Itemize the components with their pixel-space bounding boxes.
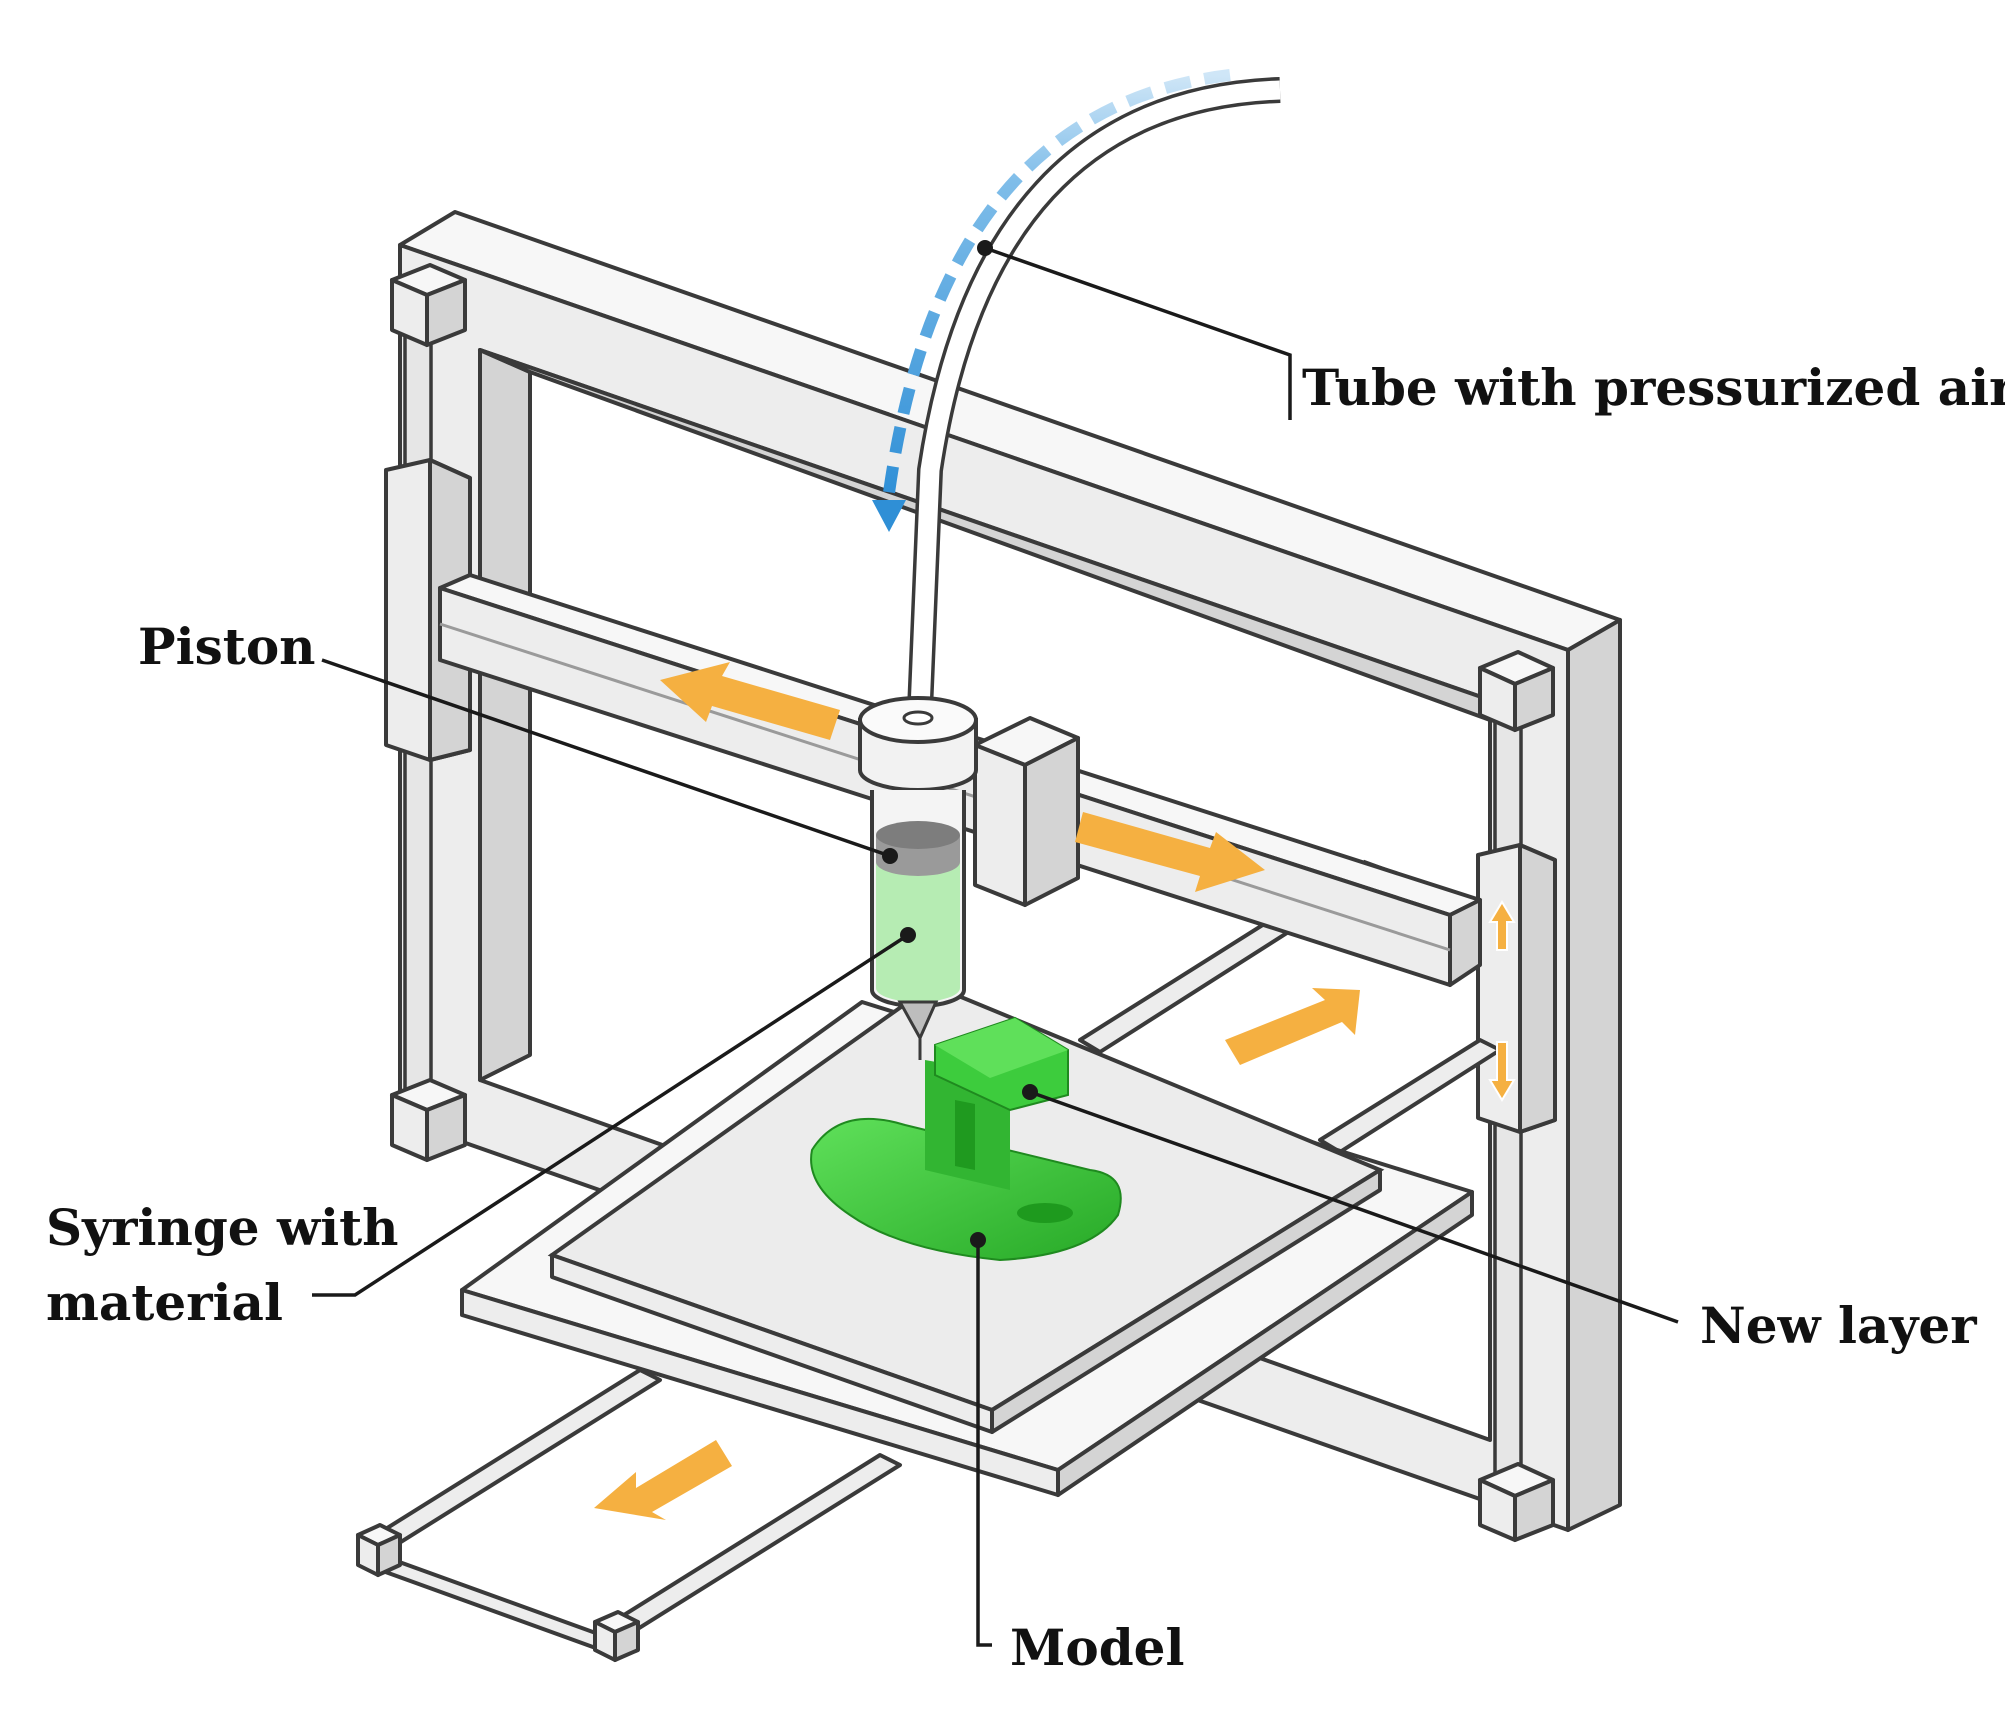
build-plate (356, 982, 1474, 1662)
arrow-back-icon (1225, 988, 1360, 1065)
motion-arrows (594, 662, 1516, 1520)
arrow-front-icon (594, 1440, 732, 1520)
arrow-left-icon (660, 662, 840, 740)
model-leader-line (976, 1240, 992, 1647)
leader-lines (312, 240, 1679, 1647)
label-syringe-with-material-line2: material (46, 1273, 283, 1332)
label-tube-with-pressurized-air: Tube with pressurized air (1302, 358, 2005, 417)
printed-model (810, 1016, 1122, 1262)
syringe (858, 696, 978, 1060)
air-flow-arrow-icon (872, 69, 1231, 532)
new-layer-leader-line (1029, 1090, 1679, 1324)
label-model: Model (1010, 1618, 1184, 1677)
label-piston: Piston (138, 617, 316, 676)
arrow-right-icon (1075, 812, 1265, 892)
material-fill (876, 860, 960, 1002)
piston-leader-line (321, 658, 891, 858)
label-syringe-with-material-line1: Syringe with (46, 1198, 399, 1257)
left-vertical-rail (384, 263, 472, 1162)
arrow-up-icon (1488, 900, 1516, 951)
tube-leader-line (984, 246, 1292, 420)
label-new-layer: New layer (1700, 1296, 1977, 1355)
arrow-down-icon (1488, 1041, 1516, 1102)
carriage (973, 716, 1080, 907)
syringe-leader-line (312, 933, 909, 1297)
